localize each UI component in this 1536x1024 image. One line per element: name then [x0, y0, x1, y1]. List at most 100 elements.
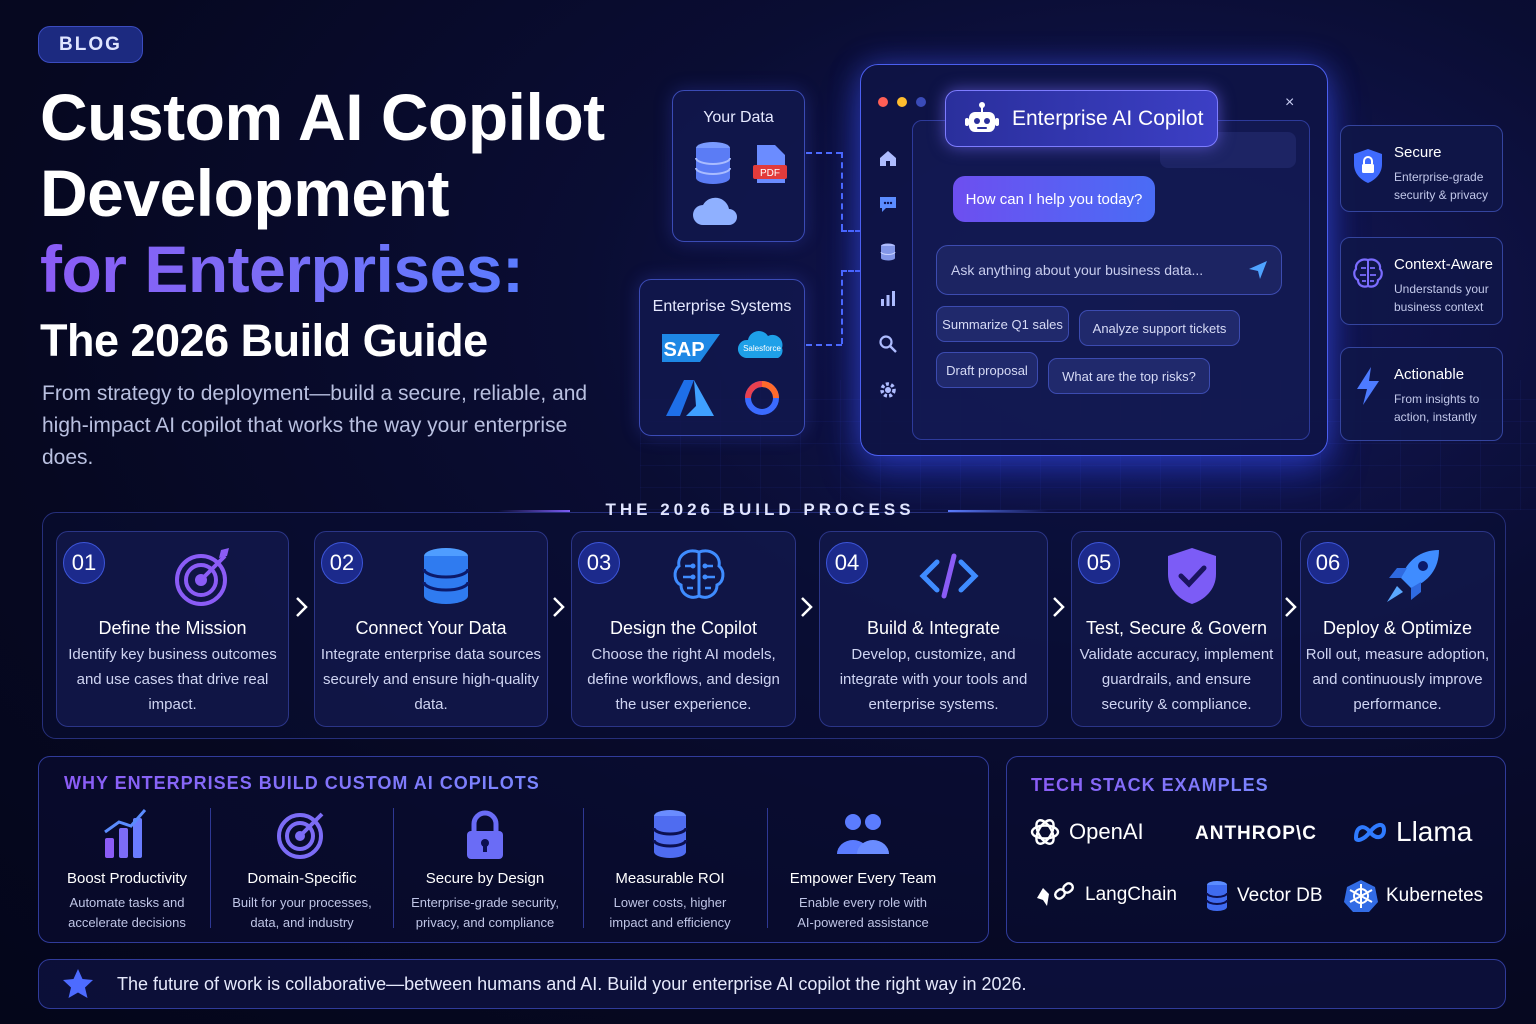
ask-input[interactable]: Ask anything about your business data...: [936, 245, 1282, 295]
tech-item-langchain[interactable]: LangChain: [1033, 880, 1177, 910]
step-number: 03: [578, 542, 620, 584]
step-desc: Integrate enterprise data sources secure…: [320, 646, 542, 713]
heading-divider-left: [498, 510, 570, 512]
step-title: Define the Mission: [98, 618, 247, 638]
database-icon[interactable]: [876, 240, 900, 264]
target-icon: [174, 548, 229, 606]
why-item-domain-specific: Domain-Specific Built for your processes…: [222, 800, 382, 935]
chevron-right-icon: [296, 597, 308, 617]
suggestion-chip[interactable]: Analyze support tickets: [1079, 310, 1240, 346]
close-icon[interactable]: ×: [1285, 94, 1295, 111]
footer-banner: The future of work is collaborative—betw…: [38, 959, 1506, 1009]
why-item-title: Empower Every Team: [789, 870, 937, 887]
suggestion-chip[interactable]: Summarize Q1 sales: [936, 306, 1069, 342]
kubernetes-logo-icon: [1344, 880, 1378, 912]
analytics-icon[interactable]: [876, 286, 900, 310]
page-title-line1: Custom AI Copilot: [40, 80, 605, 154]
feature-desc: Understands your business context: [1394, 282, 1489, 314]
feature-desc: From insights to action, instantly: [1394, 392, 1480, 424]
settings-gear-icon[interactable]: [876, 378, 900, 402]
step-number: 01: [63, 542, 105, 584]
search-icon[interactable]: [876, 332, 900, 356]
chevron-right-icon: [1285, 597, 1297, 617]
why-item-desc: Built for your processes,data, and indus…: [232, 895, 372, 930]
window-close-dot[interactable]: [878, 97, 888, 107]
why-item-desc: Enterprise-grade security,privacy, and c…: [411, 895, 559, 930]
tech-label: Kubernetes: [1386, 885, 1484, 906]
send-icon[interactable]: [1247, 259, 1269, 281]
home-icon[interactable]: [876, 146, 900, 170]
feature-title: Actionable: [1394, 366, 1465, 383]
chevron-right-icon: [553, 597, 565, 617]
tech-label: Llama: [1396, 816, 1473, 847]
database-icon: [422, 548, 470, 604]
langchain-logo-icon: [1037, 882, 1074, 906]
blog-badge[interactable]: BLOG: [38, 26, 143, 63]
openai-logo-icon: [1030, 819, 1060, 845]
why-section-title: WHY ENTERPRISES BUILD CUSTOM AI COPILOTS: [64, 773, 540, 793]
robot-icon: [965, 101, 999, 132]
divider: [767, 808, 768, 928]
salesforce-label: Salesforce: [743, 344, 781, 353]
star-icon: [63, 969, 93, 998]
tech-item-llama[interactable]: Llama: [1352, 816, 1472, 848]
step-number: 05: [1078, 542, 1120, 584]
connector-line: [841, 152, 843, 230]
bot-greeting-bubble: How can I help you today?: [953, 176, 1155, 222]
tech-stack-title: TECH STACK EXAMPLES: [1031, 775, 1269, 795]
step-title: Design the Copilot: [609, 618, 758, 638]
enterprise-systems-title: Enterprise Systems: [652, 298, 792, 315]
feature-card-context-aware: Context-Aware Understands your business …: [1340, 237, 1503, 325]
shield-check-icon: [1167, 548, 1216, 604]
sap-logo-icon: SAP: [662, 334, 720, 362]
your-data-card: Your Data PDF: [672, 90, 805, 242]
why-section: [38, 756, 989, 943]
ring-logo-icon: [745, 381, 779, 415]
tech-item-vector-db[interactable]: Vector DB: [1205, 880, 1323, 912]
why-item-title: Secure by Design: [425, 870, 545, 887]
page-subtitle: From strategy to deployment—build a secu…: [42, 382, 588, 469]
page-title-line3: for Enterprises:: [40, 232, 524, 306]
suggestion-chip[interactable]: What are the top risks?: [1048, 358, 1210, 394]
connector-line: [841, 230, 861, 232]
chevron-right-icon: [1053, 597, 1065, 617]
chat-icon[interactable]: [876, 192, 900, 216]
tech-item-openai[interactable]: OpenAI: [1029, 816, 1144, 848]
why-item-secure: Secure by Design Enterprise-grade securi…: [402, 800, 568, 935]
process-step-3: 03 Design the Copilot Choose the right A…: [571, 531, 796, 727]
step-desc: Choose the right AI models, define workf…: [587, 646, 780, 713]
why-item-team: Empower Every Team Enable every role wit…: [776, 800, 950, 935]
feature-card-actionable: Actionable From insights to action, inst…: [1340, 347, 1503, 441]
step-title: Deploy & Optimize: [1322, 618, 1473, 638]
your-data-title: Your Data: [703, 109, 774, 126]
window-minimize-dot[interactable]: [897, 97, 907, 107]
step-number: 02: [321, 542, 363, 584]
feature-card-secure: Secure Enterprise-grade security & priva…: [1340, 125, 1503, 212]
salesforce-logo-icon: Salesforce: [737, 331, 783, 358]
enterprise-systems-card: Enterprise Systems SAP Salesforce: [639, 279, 805, 436]
window-maximize-dot[interactable]: [916, 97, 926, 107]
code-icon: [918, 553, 979, 599]
copilot-header: Enterprise AI Copilot: [945, 90, 1218, 147]
process-step-4: 04 Build & Integrate Develop, customize,…: [819, 531, 1048, 727]
bar-chart-icon: [104, 809, 147, 858]
connector-line: [841, 270, 861, 272]
step-desc: Identify key business outcomes and use c…: [68, 646, 277, 713]
tech-item-anthropic[interactable]: ANTHROP\C: [1195, 823, 1317, 845]
connector-line: [806, 344, 842, 346]
tech-label: OpenAI: [1069, 819, 1144, 844]
tech-label: ANTHROP\C: [1195, 823, 1317, 844]
database-icon: [1206, 881, 1228, 911]
team-icon: [837, 814, 889, 854]
feature-title: Context-Aware: [1394, 256, 1493, 273]
suggestion-chip[interactable]: Draft proposal: [936, 352, 1038, 388]
tech-stack-section: [1006, 756, 1506, 943]
tech-item-kubernetes[interactable]: Kubernetes: [1344, 879, 1483, 913]
process-step-6: 06 Deploy & Optimize Roll out, measure a…: [1300, 531, 1495, 727]
coins-icon: [652, 810, 688, 858]
shield-lock-icon: [1354, 149, 1382, 183]
